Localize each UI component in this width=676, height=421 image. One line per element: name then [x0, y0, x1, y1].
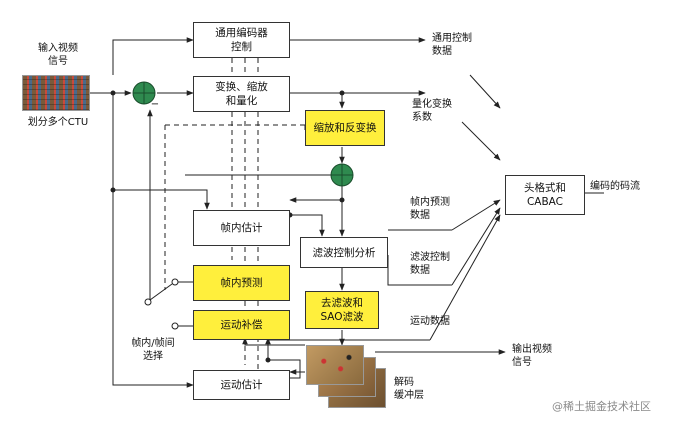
quant-coeff-label: 量化变换 系数 — [412, 99, 452, 123]
edge-intra-to-cabac — [451, 199, 501, 231]
motion-estimation-block: 运动估计 — [193, 370, 290, 400]
motion-data-label: 运动数据 — [410, 316, 450, 327]
junction-dot — [339, 90, 345, 96]
decoded-frame-icon — [306, 345, 364, 385]
adder-reconstruct — [330, 163, 354, 187]
filter-control-data-label: 滤波控制 数据 — [410, 252, 450, 276]
general-control-data-label: 通用控制 数据 — [432, 33, 472, 57]
edge-coeff-to-cabac — [461, 121, 501, 161]
inverse-transform-block: 缩放和反变换 — [305, 110, 385, 146]
decoded-buffer-label: 解码 缓冲层 — [394, 377, 424, 401]
junction-dot — [110, 90, 116, 96]
deblock-sao-block: 去滤波和 SAO滤波 — [305, 291, 379, 329]
output-signal-label: 输出视频 信号 — [512, 344, 552, 368]
filter-control-block: 滤波控制分析 — [300, 237, 388, 268]
junction-dot — [110, 187, 116, 193]
edge-input-to-intra-est — [113, 189, 210, 210]
edge-filter-to-cabac — [451, 207, 501, 286]
junction-dot — [339, 197, 345, 203]
edge-filter-data — [387, 255, 452, 286]
input-video-thumbnail-icon — [22, 75, 90, 111]
minus-sign: − — [150, 99, 160, 110]
edge-input-to-general-ctrl — [112, 37, 194, 75]
junction-dot — [265, 357, 271, 363]
intra-estimation-block: 帧内估计 — [193, 210, 290, 246]
split-ctu-label: 划分多个CTU — [27, 117, 89, 128]
bitstream-label: 编码的码流 — [590, 181, 640, 192]
adder-subtract — [132, 81, 156, 105]
intra-prediction-block: 帧内预测 — [193, 265, 290, 301]
mode-switch — [144, 278, 179, 330]
transform-quant-block: 变换、缩放 和量化 — [193, 76, 290, 112]
edge-motion-to-cabac — [429, 214, 501, 341]
general-coder-control-block: 通用编码器 控制 — [193, 22, 290, 58]
watermark: @稀土掘金技术社区 — [552, 400, 651, 413]
intra-pred-data-label: 帧内预测 数据 — [410, 197, 450, 221]
intra-inter-select-label: 帧内/帧间 选择 — [131, 338, 175, 362]
input-signal-label: 输入视频 信号 — [38, 43, 78, 67]
motion-compensation-block: 运动补偿 — [193, 310, 290, 340]
edge-general-data-to-cabac — [469, 74, 501, 109]
cabac-block: 头格式和 CABAC — [505, 175, 585, 215]
edge-motion-data — [267, 339, 430, 360]
edge-adder-branch — [290, 214, 325, 237]
